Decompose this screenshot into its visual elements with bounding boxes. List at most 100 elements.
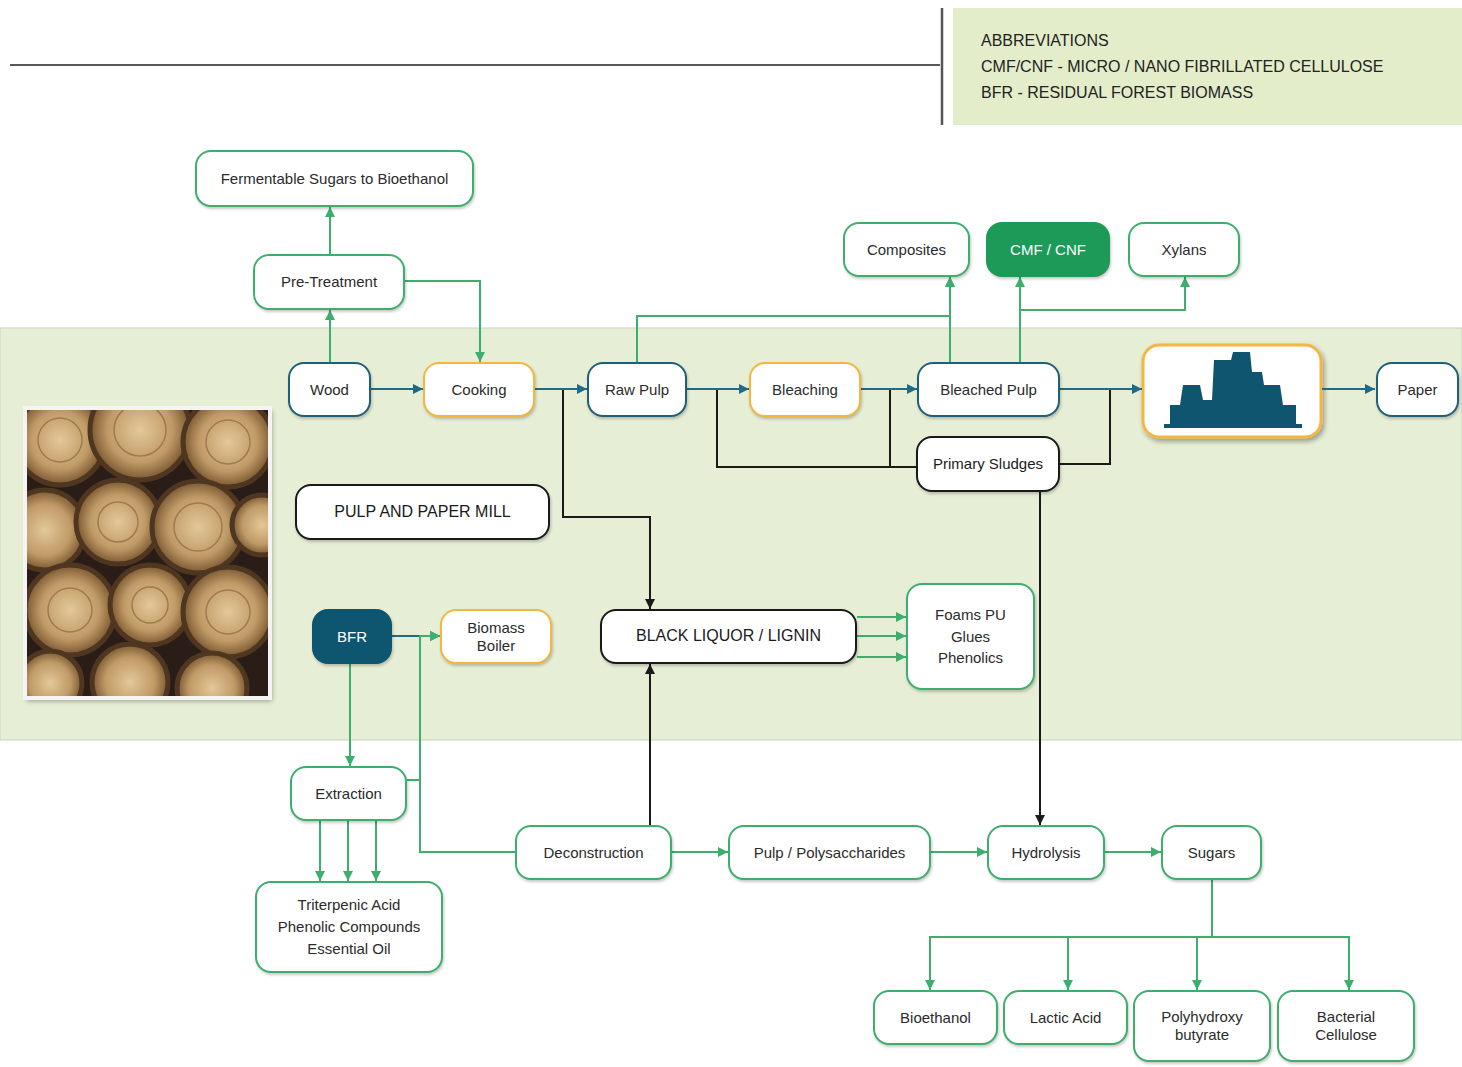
node-label: Xylans: [1161, 240, 1206, 260]
flow-connector: [535, 388, 587, 390]
product-box: Lactic Acid: [1003, 990, 1128, 1045]
flow-connector: [649, 664, 651, 825]
connector-group: [320, 207, 1349, 990]
product-box: Xylans: [1128, 222, 1240, 277]
abbreviation-panel: ABBREVIATIONSCMF/CNF - MICRO / NANO FIBR…: [953, 8, 1462, 125]
log-end: [25, 565, 115, 655]
flow-connector: [349, 664, 351, 766]
flow-connector: [861, 388, 917, 390]
node-label: Wood: [310, 380, 349, 400]
node-label: Hydrolysis: [1011, 843, 1080, 863]
node-label: Bioethanol: [900, 1008, 971, 1028]
node-label: PULP AND PAPER MILL: [334, 502, 510, 523]
flow-connector: [949, 277, 951, 362]
node-label: Bleaching: [772, 380, 838, 400]
tree-ring: [206, 420, 250, 464]
node-label: Bacterial Cellulose: [1305, 1008, 1387, 1044]
material-box: BFR: [312, 609, 392, 664]
product-box: Bioethanol: [873, 990, 998, 1045]
flow-connector: [1068, 880, 1212, 990]
header-divider: [941, 8, 944, 125]
abbreviation-text: CMF/CNF - MICRO / NANO FIBRILLATED CELLU…: [981, 54, 1383, 80]
tree-ring: [132, 587, 168, 623]
flow-connector: [931, 851, 987, 853]
node-label: Paper: [1397, 380, 1437, 400]
product-box: CMF / CNF: [986, 222, 1110, 277]
node-label: Triterpenic Acid: [298, 894, 401, 916]
intermediate-box: Pulp / Polysaccharides: [728, 825, 931, 880]
process-box: Extraction: [290, 766, 407, 821]
log-end: [76, 480, 160, 564]
factory-base: [1164, 424, 1302, 428]
flow-connector: [1039, 492, 1041, 825]
factory-symbol: [1170, 352, 1296, 425]
material-box: Raw Pulp: [587, 362, 687, 417]
node-label: Polyhydroxy butyrate: [1152, 1008, 1252, 1044]
node-label: Bleached Pulp: [940, 380, 1037, 400]
photo-border: [25, 408, 270, 698]
node-label: Biomass Boiler: [460, 619, 532, 655]
sludge-return-line: [1059, 389, 1110, 464]
node-label: Phenolic Compounds: [278, 916, 421, 938]
flow-connector: [420, 636, 515, 852]
material-box: Wood: [288, 362, 371, 417]
flow-connector: [1105, 851, 1161, 853]
process-box: Biomass Boiler: [440, 609, 552, 664]
process-box: Pre-Treatment: [253, 254, 405, 310]
log-end: [232, 495, 270, 555]
node-label: Lactic Acid: [1030, 1008, 1102, 1028]
material-box: Bleached Pulp: [917, 362, 1060, 417]
log-photo: [25, 408, 270, 698]
flow-connector: [637, 277, 950, 362]
intermediate-box: Sugars: [1161, 825, 1262, 880]
node-label: Sugars: [1188, 843, 1236, 863]
flow-connector: [861, 389, 916, 467]
log-end: [25, 651, 82, 698]
node-label: Composites: [867, 240, 946, 260]
node-label: Foams PU: [935, 604, 1006, 626]
flow-connector: [1020, 277, 1185, 362]
flow-connector: [930, 880, 1212, 990]
node-label: Fermentable Sugars to Bioethanol: [221, 169, 449, 189]
process-box: Bleaching: [749, 362, 861, 417]
product-box: Polyhydroxy butyrate: [1133, 990, 1271, 1062]
flow-connector: [535, 389, 650, 609]
product-box: Triterpenic AcidPhenolic CompoundsEssent…: [255, 881, 443, 973]
node-label: Pulp / Polysaccharides: [754, 843, 906, 863]
tree-ring: [206, 590, 250, 634]
flow-connector: [857, 635, 906, 637]
flow-connector: [405, 281, 480, 362]
node-label: Primary Sludges: [933, 454, 1043, 474]
flow-arrow: [1322, 388, 1375, 390]
product-box: Bacterial Cellulose: [1277, 990, 1415, 1062]
node-label: Deconstruction: [543, 843, 643, 863]
node-label: Pre-Treatment: [281, 272, 377, 292]
section-title-box: PULP AND PAPER MILL: [295, 484, 550, 540]
header-rule: [10, 64, 940, 66]
flow-connector: [687, 388, 749, 390]
product-box: Fermentable Sugars to Bioethanol: [195, 150, 474, 207]
node-label: CMF / CNF: [1010, 240, 1086, 260]
log-end: [92, 644, 168, 698]
mill-band: [0, 328, 1462, 740]
tree-ring: [114, 408, 166, 456]
flow-connector: [375, 821, 377, 881]
flow-arrow: [1060, 388, 1142, 390]
node-label: Glues: [951, 626, 990, 648]
flow-connector: [1019, 277, 1021, 362]
flow-connector: [1212, 880, 1349, 990]
flow-connector: [672, 851, 728, 853]
log-end: [183, 567, 270, 657]
tree-ring: [174, 503, 222, 551]
abbreviation-text: ABBREVIATIONS: [981, 28, 1109, 54]
node-label: BLACK LIQUOR / LIGNIN: [636, 626, 821, 647]
flow-connector: [371, 388, 423, 390]
log-end: [90, 408, 190, 480]
node-label: BFR: [337, 627, 367, 647]
abbreviation-text: BFR - RESIDUAL FOREST BIOMASS: [981, 80, 1253, 106]
tree-ring: [38, 418, 82, 462]
product-box: Composites: [843, 222, 970, 277]
node-label: Cooking: [451, 380, 506, 400]
